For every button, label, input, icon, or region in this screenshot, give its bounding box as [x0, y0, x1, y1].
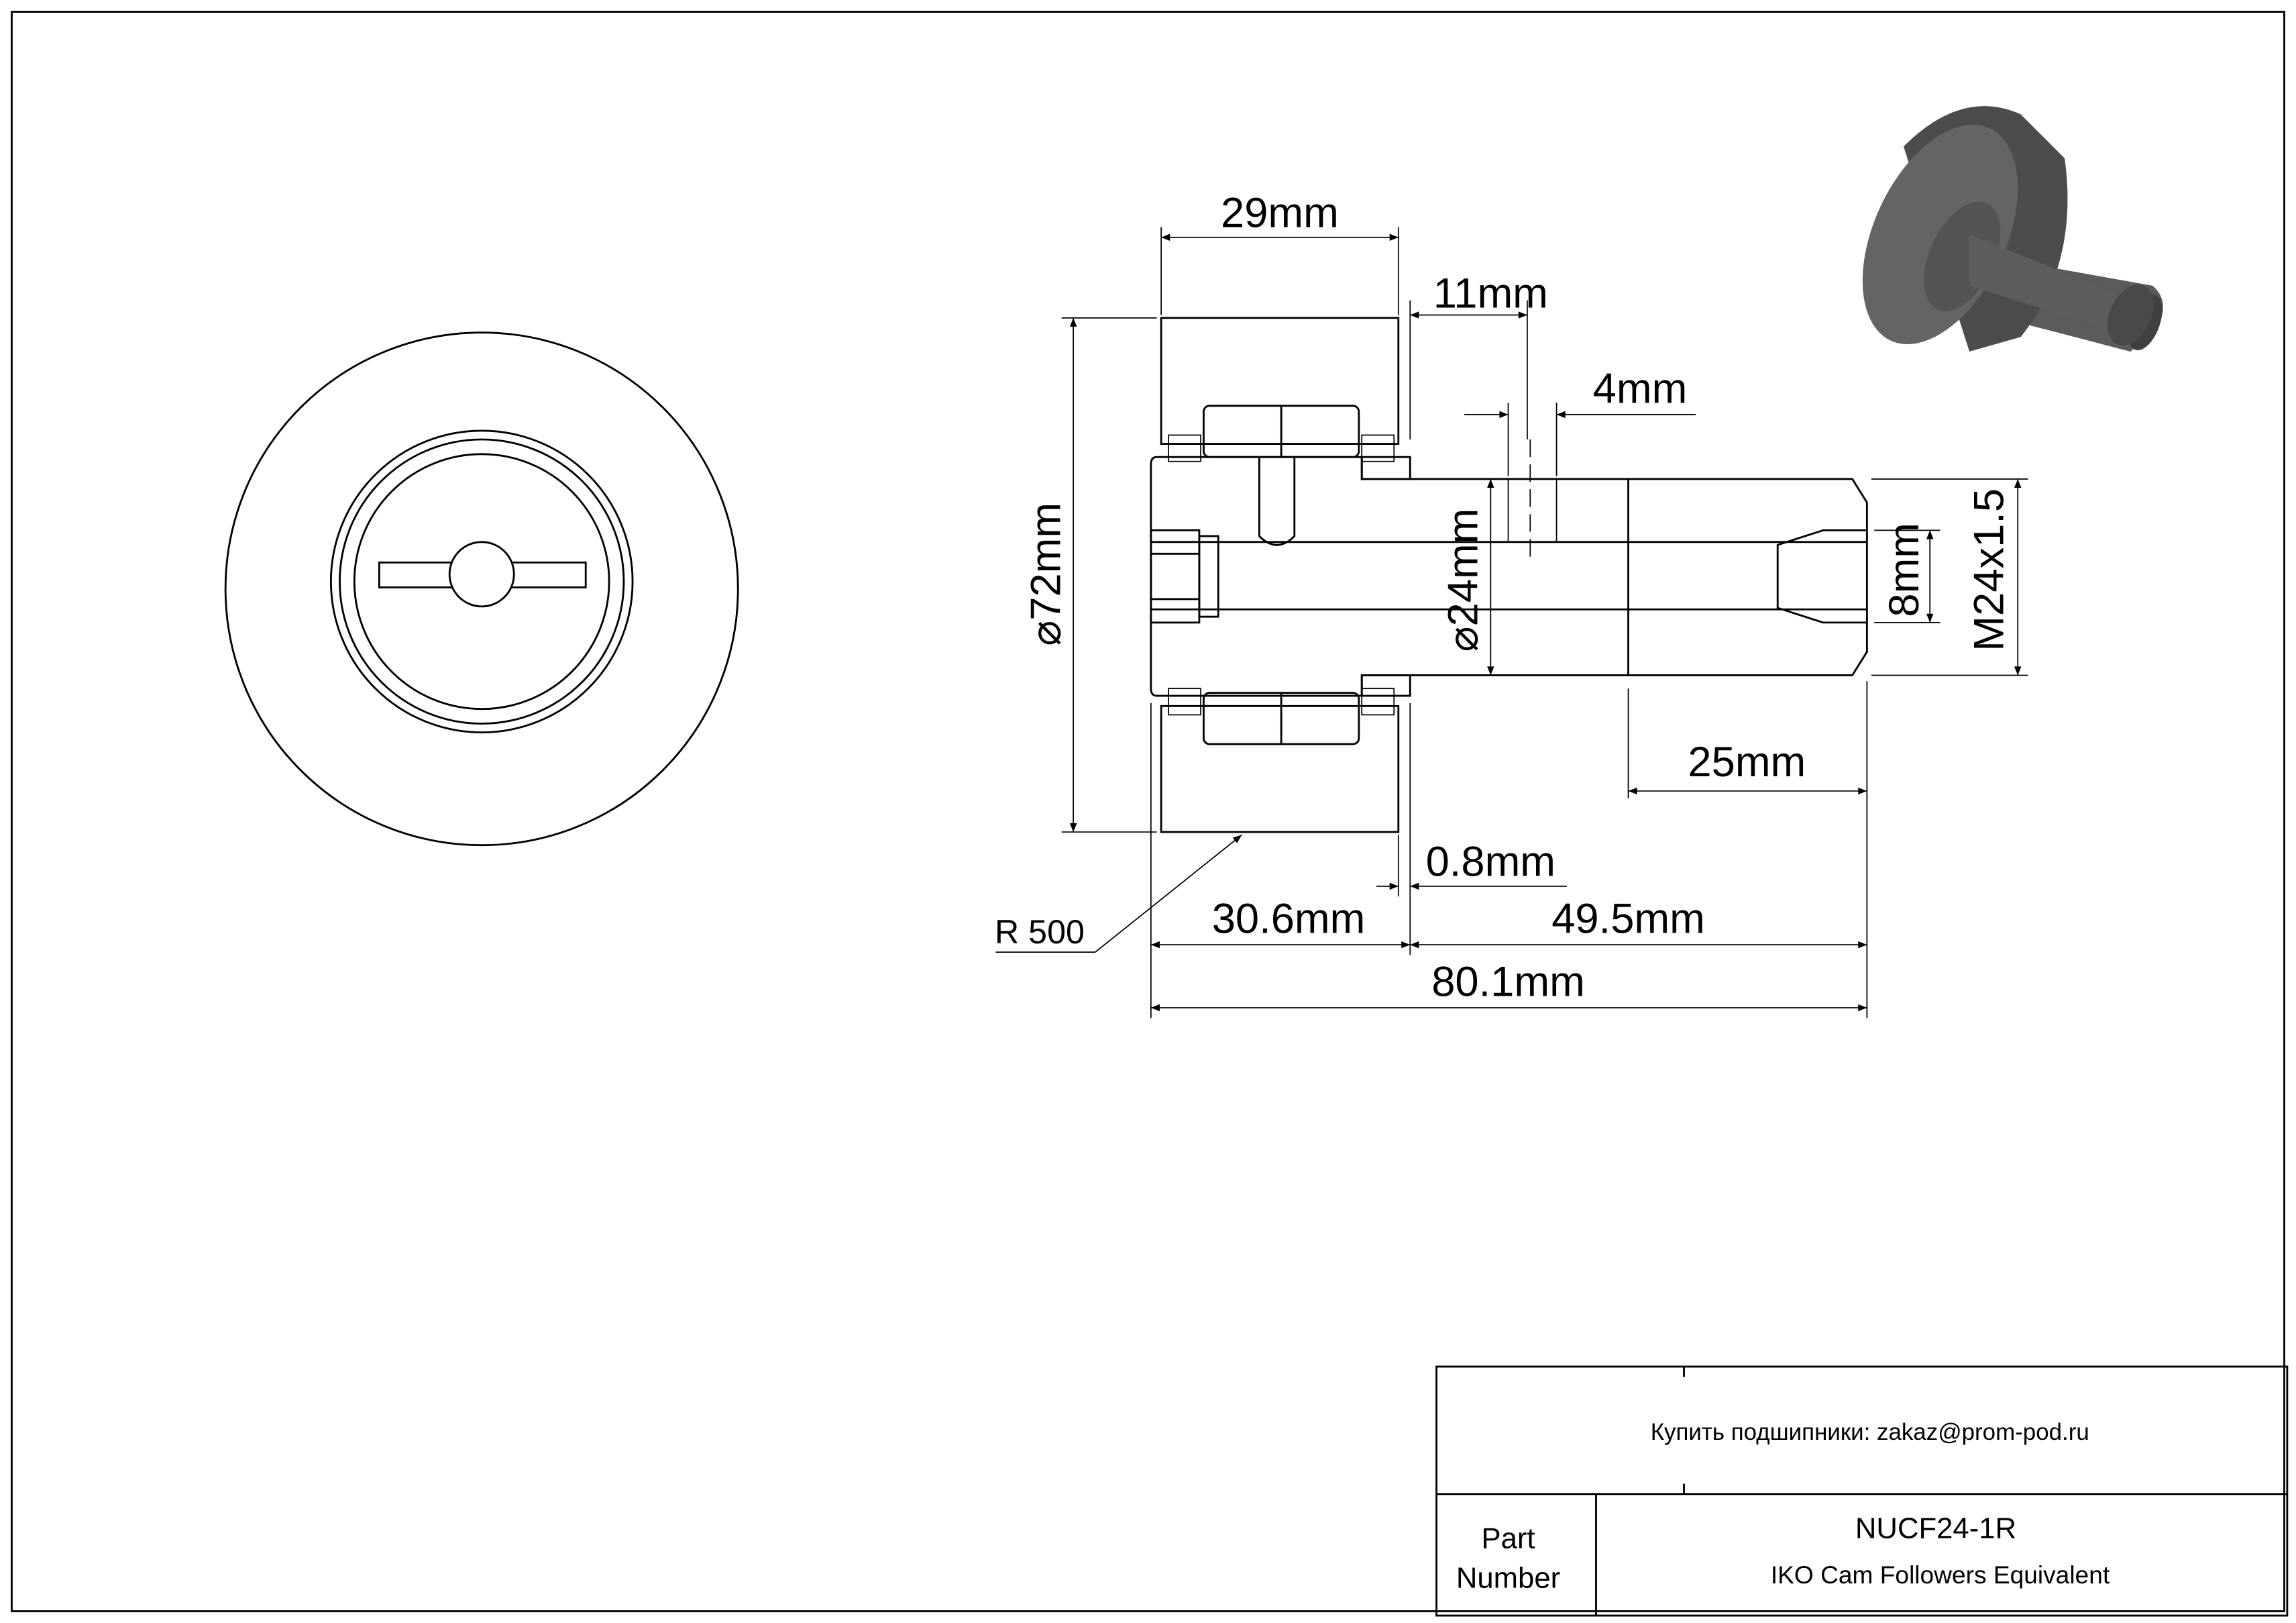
part-description: IKO Cam Followers Equivalent — [1771, 1561, 2110, 1589]
dimensions: 29mm 11mm 4mm ⌀72mm ⌀24mm 8mm M24x1.5 25… — [995, 189, 2028, 1018]
dim-4mm: 4mm — [1593, 365, 1688, 412]
contact-text: Купить подшипники: zakaz@prom-pod.ru — [1651, 1419, 2089, 1445]
isometric-render — [1862, 106, 2163, 352]
front-view — [224, 331, 739, 847]
dim-24mm: ⌀24mm — [1440, 509, 1487, 652]
title-block: Купить подшипники: zakaz@prom-pod.ru Par… — [1435, 1365, 2289, 1617]
section-view — [1150, 317, 1868, 833]
dim-radius: R 500 — [995, 913, 1085, 951]
dim-11mm: 11mm — [1433, 270, 1548, 317]
dim-thread: M24x1.5 — [1965, 488, 2012, 651]
sheet-border — [11, 11, 2285, 1612]
dim-8mm: 8mm — [1881, 523, 1928, 617]
part-label: Part — [1481, 1522, 1535, 1555]
dim-80-1mm: 80.1mm — [1431, 959, 1585, 1006]
dim-25mm: 25mm — [1688, 739, 1806, 786]
number-label: Number — [1456, 1562, 1560, 1595]
dim-72mm: ⌀72mm — [1023, 503, 1070, 646]
dim-49-5mm: 49.5mm — [1551, 896, 1705, 943]
dim-30-6mm: 30.6mm — [1212, 896, 1366, 943]
dim-0-8mm: 0.8mm — [1426, 839, 1555, 886]
part-number: NUCF24-1R — [1855, 1512, 2016, 1545]
dim-29mm: 29mm — [1221, 189, 1339, 236]
